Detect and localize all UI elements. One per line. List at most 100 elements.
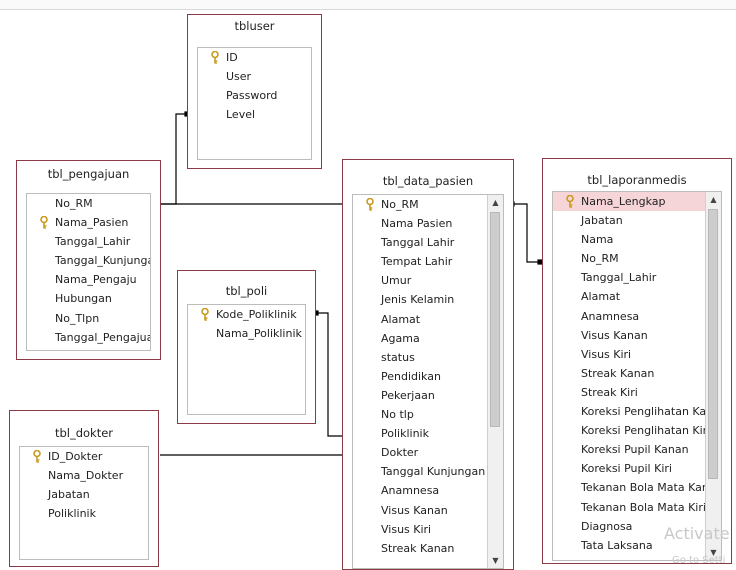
field-row[interactable]: Tanggal_Lahir xyxy=(553,268,705,287)
primary-key-icon xyxy=(32,449,42,463)
vertical-scrollbar[interactable]: ▲ ▼ xyxy=(487,195,503,568)
field-row[interactable]: No_RM xyxy=(553,249,705,268)
field-row[interactable]: Tekanan Bola Mata Kanan xyxy=(553,478,721,497)
field-row[interactable]: Nama xyxy=(553,230,705,249)
scroll-down-arrow-icon[interactable]: ▼ xyxy=(488,553,503,568)
field-label: Visus Kiri xyxy=(381,522,432,536)
field-row[interactable]: Koreksi Pupil Kanan xyxy=(553,440,705,459)
vertical-scrollbar[interactable]: ▲ ▼ xyxy=(705,192,721,560)
field-row[interactable]: Tanggal Lahir xyxy=(353,233,487,252)
field-label: Nama_Pengaju xyxy=(55,273,137,287)
field-row[interactable]: Poliklinik xyxy=(353,424,487,443)
field-label: No_RM xyxy=(381,198,419,211)
field-row[interactable]: Nama_Poliklinik xyxy=(188,324,305,343)
field-row[interactable]: Agama xyxy=(353,329,487,348)
field-row[interactable]: No tlp xyxy=(353,405,487,424)
field-row[interactable]: Nama_Pengaju xyxy=(27,270,150,289)
field-row[interactable]: Anamnesa xyxy=(353,481,487,500)
field-row[interactable]: Visus Kiri xyxy=(553,345,705,364)
field-label: No_RM xyxy=(55,197,93,210)
field-label: Tekanan Bola Mata Kanan xyxy=(581,481,722,495)
field-row[interactable]: Tata Laksana xyxy=(553,536,705,555)
field-label: Nama_Poliklinik xyxy=(216,327,302,341)
field-row[interactable]: No_RM xyxy=(353,195,487,214)
field-row[interactable]: Nama_Lengkap xyxy=(553,192,705,212)
field-label: Koreksi Pupil Kiri xyxy=(581,462,672,476)
relation-tbluser-pengajuan xyxy=(160,113,187,205)
field-label: Alamat xyxy=(381,312,421,326)
field-row[interactable]: Tanggal Kunjungan xyxy=(353,462,487,481)
field-row[interactable]: Anamnesa xyxy=(553,307,705,326)
scroll-down-arrow-icon[interactable]: ▼ xyxy=(706,545,721,560)
scroll-up-arrow-icon[interactable]: ▲ xyxy=(488,195,503,210)
field-row[interactable]: Tanggal_Pengajuan xyxy=(27,328,150,347)
field-row[interactable]: Tanggal_Lahir xyxy=(27,232,150,251)
field-label: Visus Kanan xyxy=(581,328,648,342)
field-row[interactable]: Tempat Lahir xyxy=(353,252,487,271)
field-row[interactable]: ID_Dokter xyxy=(20,447,148,466)
field-label: Streak Kanan xyxy=(581,366,655,380)
field-row[interactable]: ID xyxy=(198,48,311,67)
field-row[interactable]: No_RM xyxy=(27,194,150,213)
field-row[interactable]: Kode_Poliklinik xyxy=(188,305,305,324)
field-row[interactable]: Poliklinik xyxy=(20,504,148,523)
field-row[interactable]: Jabatan xyxy=(20,485,148,504)
field-row[interactable]: Streak Kiri xyxy=(553,383,705,402)
field-row[interactable]: Streak Kanan xyxy=(553,364,705,383)
field-row[interactable]: Visus Kanan xyxy=(553,326,705,345)
primary-key-icon xyxy=(365,197,375,211)
field-row[interactable]: Alamat xyxy=(553,287,705,306)
field-row[interactable]: Nama Pasien xyxy=(353,214,487,233)
field-row[interactable]: Visus Kiri xyxy=(353,520,487,539)
field-row[interactable]: Dokter xyxy=(353,443,487,462)
scroll-up-arrow-icon[interactable]: ▲ xyxy=(706,192,721,207)
field-label: Diagnosa xyxy=(581,519,633,533)
field-row[interactable]: Koreksi Pupil Kiri xyxy=(553,459,705,478)
field-row[interactable]: Umur xyxy=(353,271,487,290)
field-row[interactable]: Hubungan xyxy=(27,289,150,308)
field-label: Password xyxy=(226,89,278,103)
field-label: Pendidikan xyxy=(381,369,441,383)
field-row[interactable]: Streak Kanan xyxy=(353,539,487,558)
table-title: tbl_poli xyxy=(225,284,268,298)
field-row[interactable]: Diagnosa xyxy=(553,517,705,536)
field-label: Poliklinik xyxy=(381,427,429,441)
scrollbar-thumb[interactable] xyxy=(490,212,500,427)
field-label: Nama_Pasien xyxy=(55,216,129,230)
field-row[interactable]: Nama_Pasien xyxy=(27,213,150,232)
field-row[interactable]: Password xyxy=(198,86,311,105)
primary-key-icon xyxy=(200,307,210,321)
field-row[interactable]: Level xyxy=(198,105,311,124)
field-row[interactable]: Visus Kanan xyxy=(353,501,487,520)
field-row[interactable]: status xyxy=(353,348,487,367)
field-row[interactable]: Tekanan Bola Mata Kiri xyxy=(553,498,706,517)
field-row[interactable]: Pekerjaan xyxy=(353,386,487,405)
field-row[interactable]: No_Tlpn xyxy=(27,309,150,328)
field-row[interactable]: Pendidikan xyxy=(353,367,487,386)
field-row[interactable]: Jenis Kelamin xyxy=(353,290,487,309)
field-row[interactable]: User xyxy=(198,67,311,86)
field-row[interactable]: Koreksi Penglihatan Kiri xyxy=(553,421,710,440)
field-row[interactable]: Alamat xyxy=(353,310,487,329)
field-label: Jabatan xyxy=(48,488,90,502)
window-top-edge xyxy=(0,0,736,10)
field-label: Tempat Lahir xyxy=(381,255,453,269)
field-row[interactable]: Jabatan xyxy=(553,211,705,230)
field-row[interactable]: Koreksi Penglihatan Kanan xyxy=(553,402,721,421)
field-row[interactable]: Nama_Dokter xyxy=(20,466,148,485)
primary-key-icon xyxy=(565,194,575,208)
scrollbar-thumb[interactable] xyxy=(708,209,718,479)
field-row[interactable]: Tanggal_Kunjungan xyxy=(27,251,150,270)
